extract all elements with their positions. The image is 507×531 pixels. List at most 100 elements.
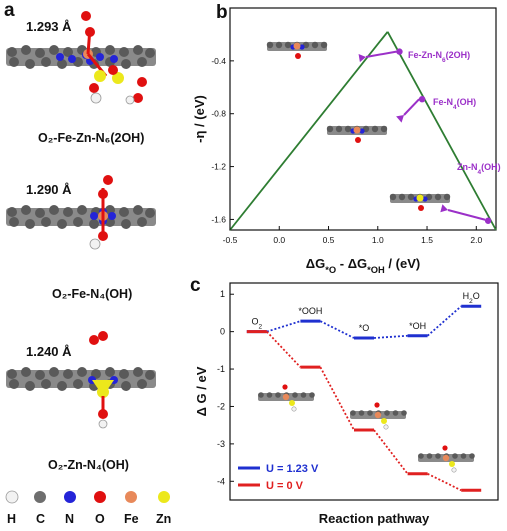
inset-structure-3 xyxy=(418,445,475,473)
y-tick-label-3: -1.6 xyxy=(211,214,226,224)
inset-h xyxy=(383,424,389,430)
mini-n xyxy=(422,196,428,202)
inset-o xyxy=(442,445,448,451)
point-label-0: Fe-Zn-N6(2OH) xyxy=(408,50,470,64)
data-point-2 xyxy=(484,217,492,224)
inset-atom xyxy=(309,392,315,398)
series-1-connector-3 xyxy=(427,473,462,492)
inset-metal xyxy=(282,393,290,401)
point-arrow-2 xyxy=(447,209,486,221)
y-tick-label-1: 0 xyxy=(220,327,225,337)
y-tick-label-0: 1 xyxy=(220,289,225,299)
legend-label-1: U = 0 V xyxy=(266,480,304,492)
atom-fe-swatch xyxy=(125,491,137,503)
legend-label-0: U = 1.23 V xyxy=(266,463,319,475)
point-arrowhead-1 xyxy=(396,115,404,123)
mini-atom xyxy=(371,125,379,133)
y-tick-label-4: -3 xyxy=(217,439,225,449)
series-0-connector-2 xyxy=(373,334,408,339)
atom-label-n: N xyxy=(65,512,75,526)
atom-h-swatch xyxy=(5,490,19,504)
mini-n xyxy=(359,128,365,134)
inset-o xyxy=(282,384,288,390)
inset-atom xyxy=(426,453,433,459)
inset-atom xyxy=(460,453,467,459)
mini-metal xyxy=(353,126,361,134)
panel-label-b: b xyxy=(216,2,228,23)
series-0-connector-1 xyxy=(319,320,355,339)
volcano-right-arm xyxy=(386,31,497,231)
bond-length-1: 1.293 Å xyxy=(26,19,72,34)
atom-label-c: C xyxy=(36,512,46,526)
data-point-1 xyxy=(418,95,426,103)
structure-caption-1: O₂-Fe-Zn-N₆(2OH) xyxy=(38,131,145,145)
point-arrow-0 xyxy=(365,50,397,58)
category-label-0: O2 xyxy=(251,317,262,331)
atom-label-zn: Zn xyxy=(156,512,172,526)
inset-atom xyxy=(384,410,390,416)
category-label-1: *OOH xyxy=(298,306,322,316)
structure-caption-3: O₂-Zn-N₄(OH) xyxy=(48,458,129,472)
inset-structure-2 xyxy=(350,402,407,430)
mini-atom xyxy=(275,41,283,49)
x-tick-label-0: -0.5 xyxy=(223,235,238,245)
structure-fe-zn-n6 xyxy=(6,11,156,105)
x-tick-label-1: 0.0 xyxy=(273,235,285,245)
inset-zn xyxy=(289,400,295,406)
inset-metal xyxy=(374,411,382,419)
series-0-connector-3 xyxy=(427,305,462,337)
mini-atom xyxy=(326,125,334,133)
mini-atom xyxy=(311,41,319,49)
inset-zn xyxy=(381,418,387,424)
mini-metal xyxy=(416,194,424,202)
atom-n-swatch xyxy=(64,491,76,503)
data-point-0 xyxy=(396,48,403,55)
point-arrowhead-0 xyxy=(358,54,366,63)
inset-atom xyxy=(418,453,424,459)
x-tick-label-2: 0.5 xyxy=(323,235,335,245)
panel-a-structures xyxy=(5,11,170,504)
y-tick-label-2: -1 xyxy=(217,364,225,374)
atom-zn-swatch xyxy=(158,491,170,503)
bond-length-3: 1.240 Å xyxy=(26,344,72,359)
mini-atom xyxy=(320,41,328,49)
mini-n xyxy=(299,44,305,50)
bond-length-2: 1.290 Å xyxy=(26,182,72,197)
inset-h xyxy=(291,406,297,412)
series-1-connector-0 xyxy=(266,331,302,368)
inset-o xyxy=(374,402,380,408)
inset-atom xyxy=(258,392,264,398)
inset-atom xyxy=(469,453,475,459)
mini-fe-n4 xyxy=(326,125,388,143)
plot-frame xyxy=(229,282,499,501)
y-axis-label: -η / (eV) xyxy=(192,95,207,143)
mini-atom xyxy=(389,193,397,201)
inset-atom xyxy=(300,392,307,398)
plot-frame xyxy=(229,7,497,231)
inset-atom xyxy=(401,410,407,416)
inset-atom xyxy=(358,410,365,416)
atom-label-o: O xyxy=(95,512,105,526)
atom-c-swatch xyxy=(34,491,46,503)
point-label-1: Fe-N4(OH) xyxy=(433,97,476,111)
mini-o xyxy=(418,205,424,211)
mini-atom xyxy=(434,193,442,201)
x-tick-label-5: 2.0 xyxy=(470,235,482,245)
inset-atom xyxy=(435,453,441,459)
series-0-connector-0 xyxy=(266,320,301,333)
y-axis-label: Δ G / eV xyxy=(194,366,209,416)
atom-o-swatch xyxy=(94,491,106,503)
y-tick-label-5: -4 xyxy=(217,476,225,486)
y-tick-label-0: -0.4 xyxy=(211,56,226,66)
inset-metal xyxy=(442,454,450,462)
category-label-3: *OH xyxy=(409,321,426,331)
atom-label-h: H xyxy=(7,512,17,526)
inset-atom xyxy=(350,410,356,416)
category-label-2: *O xyxy=(359,323,370,333)
mini-atom xyxy=(407,193,415,201)
point-arrow-1 xyxy=(403,98,420,116)
series-1-connector-2 xyxy=(373,429,409,475)
mini-atom xyxy=(344,125,352,133)
mini-atom xyxy=(398,193,406,201)
